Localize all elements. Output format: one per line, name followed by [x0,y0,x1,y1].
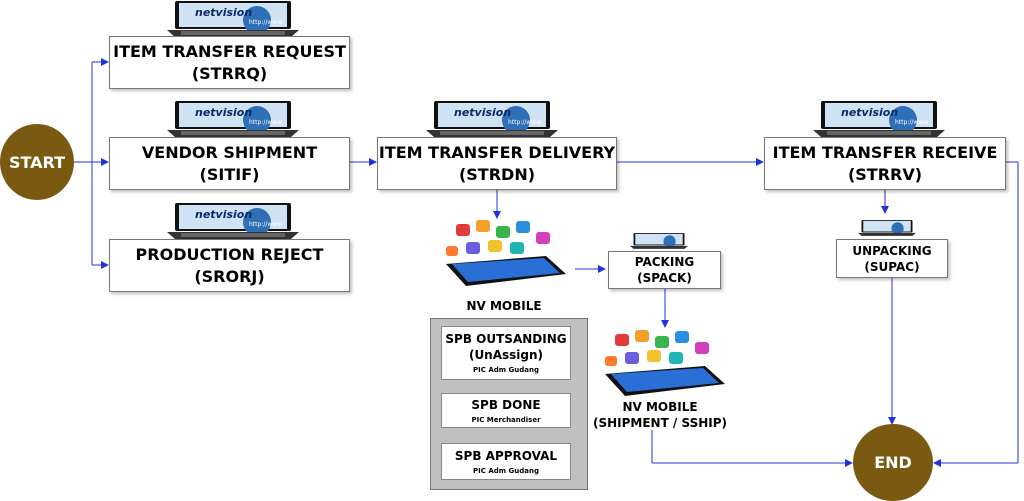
spb-done-box: SPB DONE PIC Merchandiser [441,393,571,428]
spb-outstanding-box: SPB OUTSANDING (UnAssign) PIC Adm Gudang [441,326,571,380]
srorj-box: PRODUCTION REJECT (SRORJ) [109,239,350,292]
laptop-icon: netvision http://www [167,1,299,37]
spb-approval-title: SPB APPROVAL [454,448,558,463]
svg-text:http://www: http://www [508,119,541,126]
spb-outstanding-pic: PIC Adm Gudang [473,366,539,374]
strdn-box: ITEM TRANSFER DELIVERY (STRDN) [377,137,617,190]
spb-outstanding-subtitle: (UnAssign) [468,348,544,362]
laptop-icon: netvision http://www [813,101,945,137]
spb-outstanding-title: SPB OUTSANDING [445,332,567,346]
spb-approval-box: SPB APPROVAL PIC Adm Gudang [441,443,571,480]
strrv-code: (STRRV) [847,164,923,184]
svg-text:http://www: http://www [249,19,282,26]
spack-box: PACKING (SPACK) [608,251,721,289]
laptop-icon: netvision http://www [167,203,299,239]
spb-done-title: SPB DONE [471,397,541,412]
laptop-icon: netvision http://www [167,101,299,137]
end-label: END [874,453,912,472]
spack-title: PACKING [634,255,695,269]
strrq-code: (STRRQ) [191,63,268,83]
sitif-title: VENDOR SHIPMENT [141,142,318,162]
strrv-title: ITEM TRANSFER RECEIVE [772,142,998,162]
end-node: END [853,424,933,501]
nv-mobile-label: NV MOBILE [466,299,542,313]
supac-title: UNPACKING [852,243,932,258]
strdn-title: ITEM TRANSFER DELIVERY [378,142,616,162]
laptop-icon [858,220,916,236]
svg-text:netvision: netvision [454,106,511,119]
svg-text:netvision: netvision [841,106,898,119]
sitif-box: VENDOR SHIPMENT (SITIF) [109,137,350,190]
tablet-apps-icon [605,330,725,396]
svg-text:netvision: netvision [195,208,252,221]
tablet-apps-icon [446,220,566,286]
svg-text:http://www: http://www [249,221,282,228]
strrq-title: ITEM TRANSFER REQUEST [113,41,346,61]
supac-code: (SUPAC) [864,259,920,274]
start-node: START [0,124,74,200]
srorj-code: (SRORJ) [194,266,265,286]
spack-code: (SPACK) [637,271,692,285]
nv-mobile-shipment-line2: (SHIPMENT / SSHIP) [592,416,728,430]
laptop-icon [630,233,688,249]
nv-mobile-shipment-line1: NV MOBILE [622,400,698,414]
svg-text:http://www: http://www [895,119,928,126]
srorj-title: PRODUCTION REJECT [135,244,324,264]
strdn-code: (STRDN) [458,164,536,184]
svg-text:http://www: http://www [249,119,282,126]
laptop-icon: netvision http://www [426,101,558,137]
strrq-box: ITEM TRANSFER REQUEST (STRRQ) [109,36,350,89]
sitif-code: (SITIF) [199,164,260,184]
start-label: START [8,152,66,172]
spb-done-pic: PIC Merchandiser [471,415,541,424]
nv-mobile-shipment-label: NV MOBILE (SHIPMENT / SSHIP) [585,399,735,431]
strrv-box: ITEM TRANSFER RECEIVE (STRRV) [764,137,1006,190]
svg-text:netvision: netvision [195,106,252,119]
laptop-logo: netvision [195,6,252,19]
supac-box: UNPACKING (SUPAC) [836,239,948,278]
spb-approval-pic: PIC Adm Gudang [473,466,539,475]
